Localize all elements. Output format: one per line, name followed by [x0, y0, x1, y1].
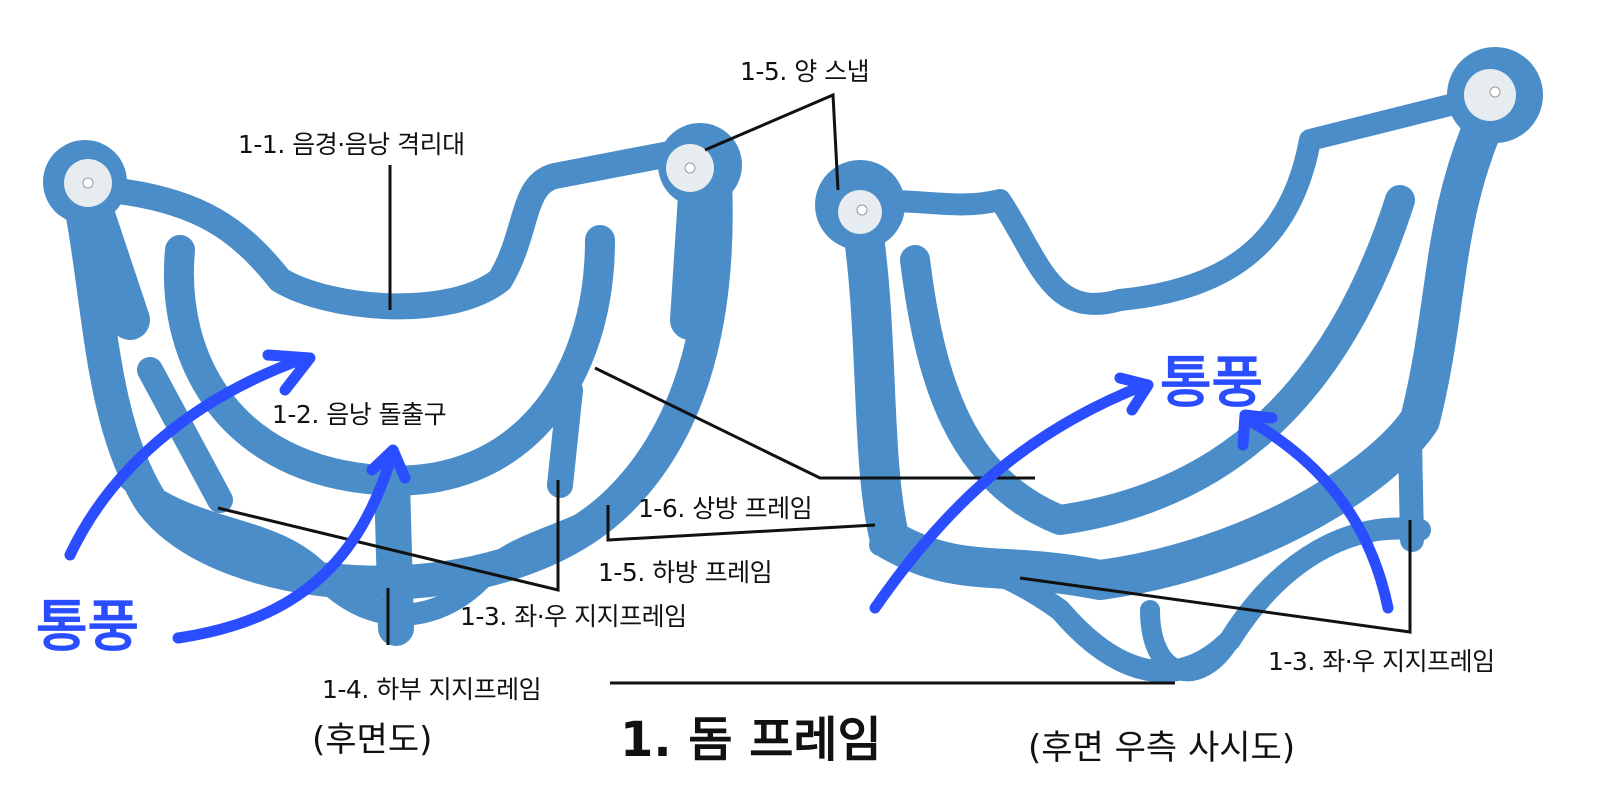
- airflow-arrows: [64, 349, 1394, 644]
- leader-lower-frame: [606, 505, 876, 542]
- separator-band-oblique: [849, 84, 1501, 315]
- label-side-support-right: 1-3. 좌·우 지지프레임: [1268, 647, 1495, 676]
- label-upper-frame: 1-6. 상방 프레임: [638, 494, 813, 523]
- ventilation-label-left: 통풍: [36, 595, 140, 660]
- caption-oblique-view: (후면 우측 사시도): [1028, 728, 1296, 768]
- label-separator: 1-1. 음경·음낭 격리대: [238, 130, 465, 159]
- airflow-arrow-icon: [172, 444, 411, 644]
- outer-frame-oblique: [840, 90, 1510, 600]
- bottom-loop-oblique: [1140, 600, 1240, 682]
- side-strut-oblique: [1398, 428, 1424, 552]
- airflow-arrow-icon: [1237, 409, 1394, 614]
- caption-rear-view: (후면도): [312, 720, 433, 760]
- label-side-support-left: 1-3. 좌·우 지지프레임: [460, 602, 687, 631]
- leader-upper-frame: [594, 366, 1035, 480]
- figure-title: 1. 돔 프레임: [620, 712, 882, 768]
- bottom-stem: [374, 462, 414, 646]
- snap-right-rear: [658, 123, 742, 207]
- upper-frame-oblique: [900, 185, 1415, 535]
- leader-side-right: [1019, 520, 1412, 634]
- leader-lines: [217, 92, 1412, 685]
- label-bottom-support: 1-4. 하부 지지프레임: [322, 675, 542, 704]
- snap-left-rear: [43, 140, 127, 224]
- label-snap: 1-5. 양 스냅: [740, 57, 870, 86]
- ventilation-label-right: 통풍: [1160, 351, 1264, 416]
- airflow-arrow-icon: [64, 349, 316, 561]
- snap-left-oblique: [815, 160, 905, 250]
- label-lower-frame: 1-5. 하방 프레임: [598, 558, 773, 587]
- oblique-view-frame: [840, 84, 1510, 683]
- leader-side-left: [217, 480, 560, 592]
- leader-snap: [704, 92, 840, 191]
- separator-band: [97, 137, 703, 320]
- lower-frame-oblique: [869, 517, 1431, 683]
- snap-right-oblique: [1447, 47, 1543, 143]
- label-protrusion: 1-2. 음낭 돌출구: [272, 400, 447, 429]
- airflow-arrow-icon: [869, 372, 1154, 614]
- side-strut-right: [547, 377, 583, 498]
- side-strut-left: [137, 357, 233, 513]
- leader-bottom: [386, 588, 1175, 685]
